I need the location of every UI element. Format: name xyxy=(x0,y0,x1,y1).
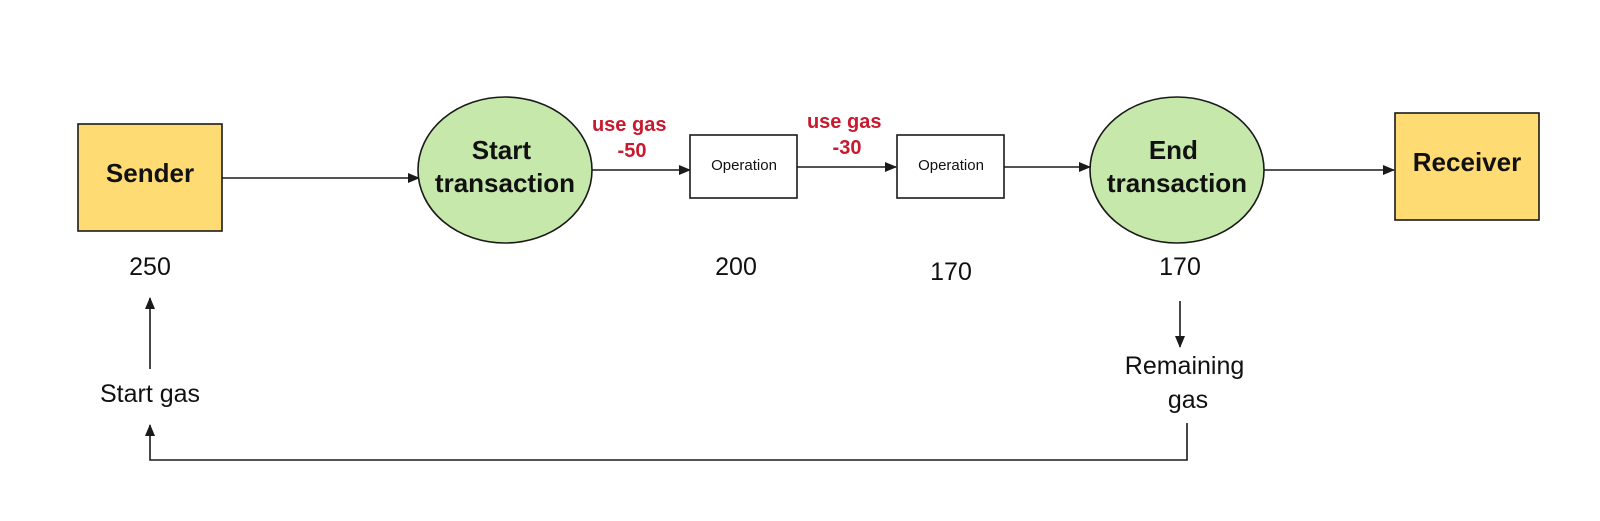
gas-value-operation-1: 200 xyxy=(715,253,757,281)
start-transaction-label-line2: transaction xyxy=(435,168,575,198)
start-transaction-node: Start transaction xyxy=(417,96,593,244)
gas-annotation-1-line2: -50 xyxy=(618,140,647,162)
gas-annotation-1: use gas -50 xyxy=(592,114,672,162)
svg-text:End transaction: End transaction xyxy=(1107,135,1247,198)
end-transaction-label-line1: End xyxy=(1149,135,1198,165)
remaining-gas-label-line2: gas xyxy=(1168,386,1208,414)
sender-label: Sender xyxy=(106,158,194,188)
end-transaction-node: End transaction xyxy=(1089,96,1265,244)
operation-2-label: Operation xyxy=(918,157,984,174)
gas-value-sender: 250 xyxy=(129,253,171,281)
start-transaction-label-line1: Start xyxy=(472,135,532,165)
gas-annotation-1-line1: use gas xyxy=(592,114,666,136)
receiver-node: Receiver xyxy=(1394,112,1540,221)
gas-value-end-transaction: 170 xyxy=(1159,253,1201,281)
receiver-label: Receiver xyxy=(1413,147,1521,177)
remaining-gas-label-line1: Remaining xyxy=(1125,352,1245,380)
feedback-loop-remaining-to-start-gas xyxy=(145,423,1188,461)
operation-1-label: Operation xyxy=(711,157,777,174)
gas-annotation-2-line1: use gas xyxy=(807,111,881,133)
operation-node-1: Operation xyxy=(689,134,798,199)
gas-annotation-2: use gas -30 xyxy=(807,111,887,159)
sender-node: Sender xyxy=(77,123,223,232)
svg-text:Start transaction: Start transaction xyxy=(435,135,575,198)
remaining-gas-label: Remaining gas xyxy=(1125,352,1251,414)
gas-annotation-2-line2: -30 xyxy=(833,137,862,159)
operation-node-2: Operation xyxy=(896,134,1005,199)
end-transaction-label-line2: transaction xyxy=(1107,168,1247,198)
gas-value-operation-2: 170 xyxy=(930,258,972,286)
start-gas-label: Start gas xyxy=(100,380,200,408)
